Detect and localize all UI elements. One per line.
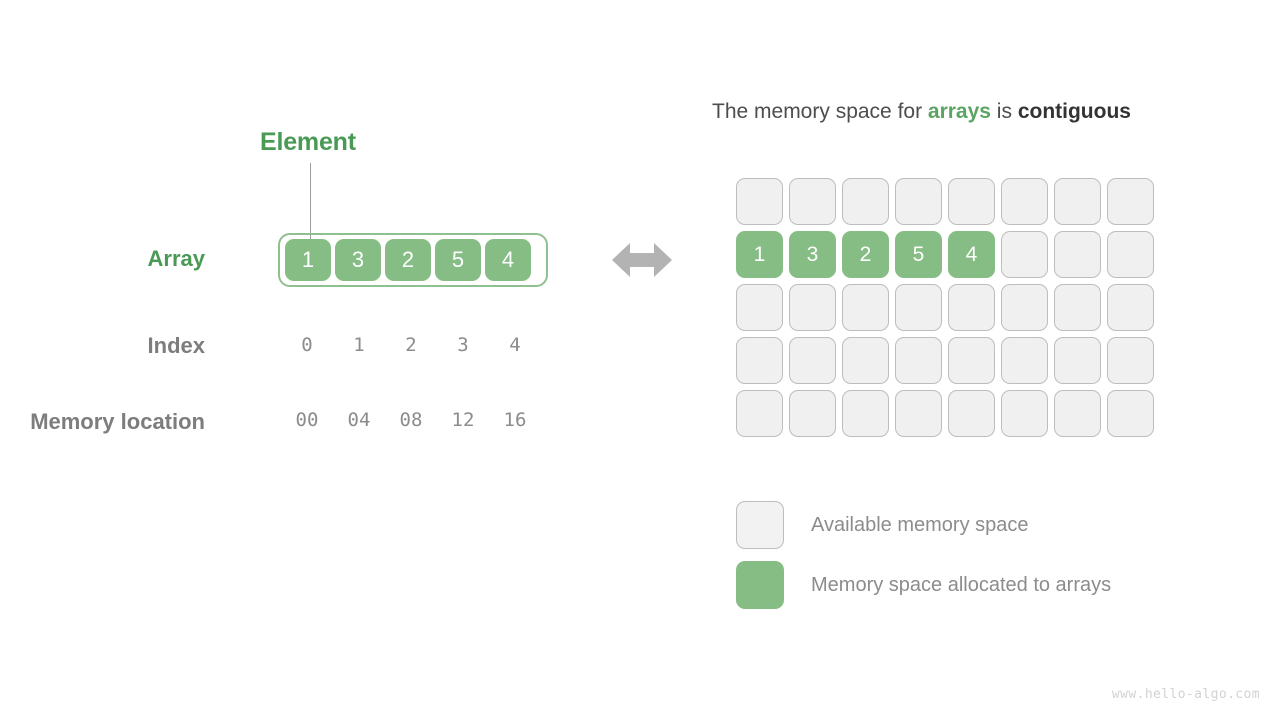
memory-location-value: 12 [451, 409, 475, 431]
array-cell: 5 [435, 239, 481, 281]
memory-cell-free [789, 390, 836, 437]
memory-cell-free [842, 390, 889, 437]
memory-cell-free [842, 337, 889, 384]
memory-location-value: 00 [295, 409, 319, 431]
memory-cell-free [1001, 390, 1048, 437]
array-cell: 4 [485, 239, 531, 281]
element-label: Element [260, 128, 356, 156]
memory-cell-free [842, 284, 889, 331]
memory-cell-free [895, 284, 942, 331]
memory-cell-free [1001, 284, 1048, 331]
memory-cell-allocated: 1 [736, 231, 783, 278]
index-value: 4 [509, 334, 521, 356]
memory-cell-free [895, 337, 942, 384]
memory-cell-free [895, 390, 942, 437]
array-cell: 1 [285, 239, 331, 281]
memory-cell-allocated: 2 [842, 231, 889, 278]
memory-cell-free [895, 178, 942, 225]
memory-cell-free [789, 178, 836, 225]
memory-cell-free [1054, 390, 1101, 437]
watermark: www.hello-algo.com [1111, 687, 1260, 702]
index-value: 1 [353, 334, 365, 356]
memory-cell-free [736, 337, 783, 384]
memory-cell-free [789, 337, 836, 384]
index-value: 0 [301, 334, 313, 356]
title-highlight-contiguous: contiguous [1017, 100, 1131, 123]
array-cell: 3 [335, 239, 381, 281]
legend-item-available: Available memory space [736, 495, 1111, 555]
memory-cell-free [1001, 178, 1048, 225]
memory-cell-allocated: 4 [948, 231, 995, 278]
memory-cell-allocated: 3 [789, 231, 836, 278]
memory-location-values-row: 00 04 08 12 16 [281, 409, 545, 431]
index-row-label: Index [147, 333, 205, 358]
memory-cell-free [736, 284, 783, 331]
legend-item-allocated: Memory space allocated to arrays [736, 555, 1111, 615]
legend-label: Available memory space [811, 513, 1029, 536]
title-highlight-arrays: arrays [927, 100, 991, 123]
index-value: 2 [405, 334, 417, 356]
double-arrow-horizontal-icon [612, 243, 672, 277]
memory-location-row-label: Memory location [30, 409, 205, 434]
element-connector-line [310, 163, 311, 241]
memory-cell-free [1107, 337, 1154, 384]
memory-cell-free [1054, 284, 1101, 331]
array-container: 1 3 2 5 4 [278, 233, 548, 287]
memory-cell-free [948, 390, 995, 437]
memory-cell-free [1054, 231, 1101, 278]
memory-cell-free [948, 337, 995, 384]
memory-cell-free [1001, 337, 1048, 384]
memory-cell-free [1107, 390, 1154, 437]
memory-location-value: 04 [347, 409, 371, 431]
legend-label: Memory space allocated to arrays [811, 573, 1112, 596]
memory-space-title: The memory space for arrays is contiguou… [712, 100, 1131, 124]
memory-cell-allocated: 5 [895, 231, 942, 278]
memory-grid: 1 3 2 5 4 [736, 178, 1160, 443]
memory-cell-free [1054, 337, 1101, 384]
memory-space-panel: The memory space for arrays is contiguou… [700, 0, 1280, 720]
memory-cell-free [736, 178, 783, 225]
memory-cell-free [1107, 284, 1154, 331]
memory-location-value: 08 [399, 409, 423, 431]
array-diagram-panel: Element Array Index Memory location 1 3 … [0, 0, 600, 720]
memory-cell-free [842, 178, 889, 225]
memory-location-value: 16 [503, 409, 527, 431]
memory-cell-free [1107, 231, 1154, 278]
legend-swatch-allocated-icon [736, 561, 784, 609]
index-values-row: 0 1 2 3 4 [281, 334, 545, 356]
array-cell: 2 [385, 239, 431, 281]
memory-cell-free [1001, 231, 1048, 278]
memory-cell-free [789, 284, 836, 331]
memory-cell-free [948, 284, 995, 331]
legend-swatch-free-icon [736, 501, 784, 549]
memory-cell-free [1054, 178, 1101, 225]
index-value: 3 [457, 334, 469, 356]
array-row-label: Array [147, 246, 205, 271]
memory-cell-free [1107, 178, 1154, 225]
title-part-1: The memory space for [712, 100, 928, 123]
legend: Available memory space Memory space allo… [736, 495, 1111, 615]
title-part-2: is [990, 100, 1018, 123]
memory-cell-free [948, 178, 995, 225]
memory-cell-free [736, 390, 783, 437]
